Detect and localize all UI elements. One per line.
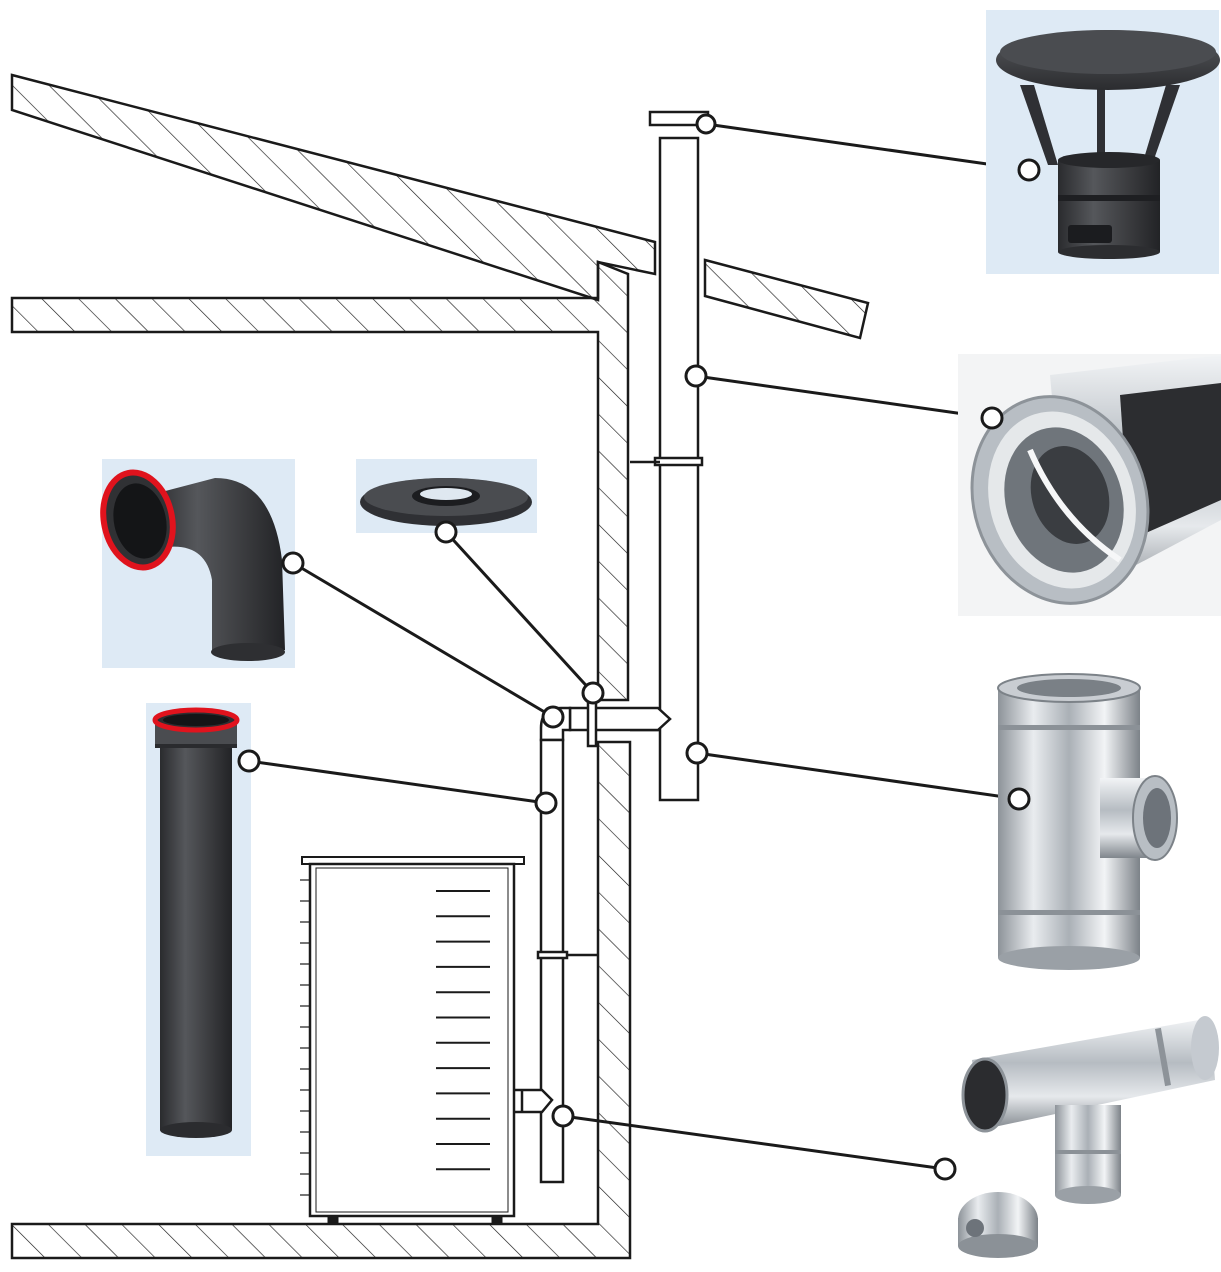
insulated-pipe-icon — [958, 354, 1221, 616]
marker-rosette — [581, 681, 605, 705]
marker-rain-cap-photo — [1017, 158, 1041, 182]
stove-left-ribs — [300, 879, 310, 1196]
marker-chimney-pipe — [684, 364, 708, 388]
stove-body — [308, 862, 516, 1218]
callout-line-insulated-pipe — [695, 374, 993, 420]
marker-chimney-cap — [695, 113, 717, 135]
callout-line-elbow — [292, 561, 554, 719]
marker-flue-pipe — [534, 791, 558, 815]
pipe-joint-band — [536, 950, 569, 960]
callout-markers — [237, 113, 1041, 1181]
stove-outlet-tee — [508, 1088, 554, 1114]
horizontal-connector — [568, 706, 672, 732]
chimney-joint-band — [653, 456, 704, 467]
callout-line-straight-pipe — [248, 759, 547, 805]
marker-elbow — [541, 705, 565, 729]
marker-outlet-tee — [551, 1104, 575, 1128]
stove — [300, 856, 525, 1225]
marker-chimney-tee — [685, 741, 709, 765]
roof-right-slab — [703, 258, 870, 340]
chimney-stack — [658, 136, 700, 802]
vertical-flue-pipe — [539, 738, 565, 1184]
ceiling-and-upper-wall — [10, 260, 630, 702]
marker-insulated-pipe-photo — [980, 406, 1004, 430]
stove-inner-frame — [315, 867, 509, 1213]
outdoor-chimney — [630, 110, 710, 802]
wall-pass-through — [568, 688, 672, 748]
insulated-tee-icon — [997, 673, 1178, 970]
stove-foot-left — [327, 1215, 339, 1225]
callout-lines — [248, 122, 1030, 1171]
elbow-90-icon — [100, 459, 295, 668]
marker-elbow-photo — [281, 551, 305, 575]
callout-line-tee-with-cap — [562, 1114, 946, 1171]
marker-tee-photo — [933, 1157, 957, 1181]
marker-straight-pipe-photo — [237, 749, 261, 773]
stove-foot-right — [491, 1215, 503, 1225]
marker-insulated-tee-photo — [1007, 787, 1031, 811]
callout-line-rain-cap — [705, 122, 1030, 172]
callout-line-rosette — [444, 530, 595, 695]
straight-pipe-icon — [146, 703, 251, 1156]
callout-line-insulated-tee — [696, 751, 1020, 801]
building-structure — [10, 73, 870, 1260]
stove-vents — [436, 890, 490, 1171]
tee-with-cleanout-cap-icon — [958, 1016, 1219, 1258]
rain-cap-icon — [986, 10, 1220, 274]
marker-rosette-photo — [434, 520, 458, 544]
roof-left-slab — [10, 73, 657, 302]
lower-wall-and-floor — [10, 740, 632, 1260]
